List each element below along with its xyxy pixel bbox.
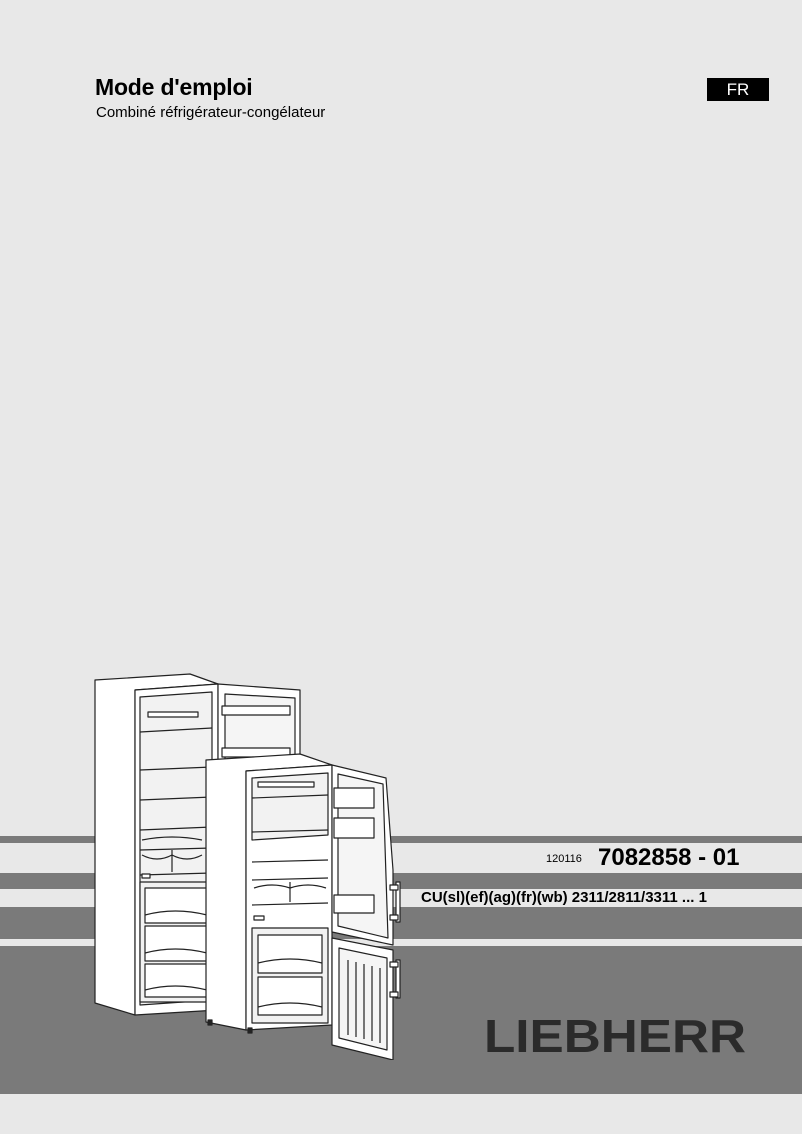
model-list: CU(sl)(ef)(ag)(fr)(wb) 2311/2811/3311 ..… [421, 889, 707, 906]
page-title: Mode d'emploi [95, 74, 253, 100]
document-number: 7082858 - 01 [598, 844, 740, 871]
language-badge: FR [707, 78, 769, 101]
language-code: FR [726, 79, 750, 99]
document-date-code: 120116 [546, 853, 582, 865]
page-subtitle: Combiné réfrigérateur-congélateur [96, 104, 326, 121]
fridge-illustration [94, 673, 401, 1060]
liebherr-logo: LIEBHERR [484, 1015, 746, 1055]
decor-band-1 [0, 836, 802, 843]
logo-text: LIEBHERR [484, 1015, 746, 1055]
fridge-front-icon [205, 753, 401, 1060]
